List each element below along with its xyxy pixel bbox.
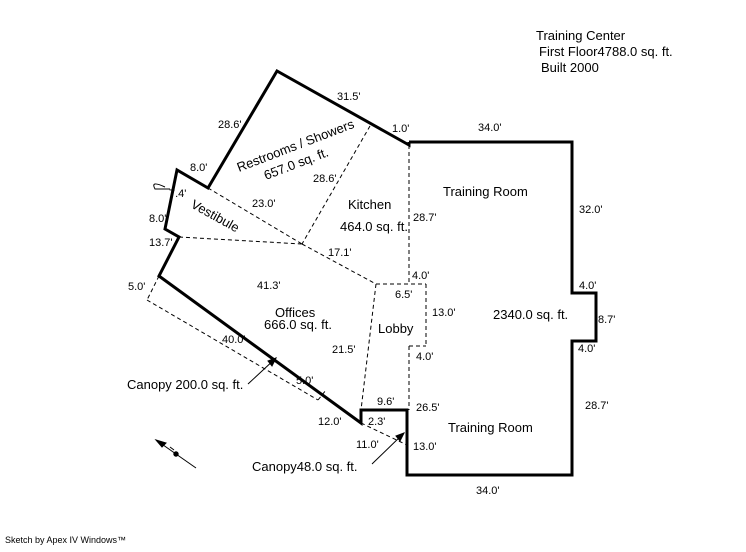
dim-label: 8.0' — [190, 162, 207, 174]
dim-label: 4.0' — [579, 280, 596, 292]
room-offices-area: 666.0 sq. ft. — [264, 317, 332, 332]
canopy1-bottom — [146, 299, 319, 401]
room-training-top-label: Training Room — [443, 184, 528, 199]
dim-label: 4.0' — [578, 343, 595, 355]
canopy1-pointer-head — [267, 357, 278, 367]
dim-label: 6.5' — [395, 289, 412, 301]
dim-label: 4.0' — [416, 351, 433, 363]
room-training-area: 2340.0 sq. ft. — [493, 307, 568, 322]
dim-label: 21.5' — [332, 344, 356, 356]
dim-label: 13.0' — [413, 441, 437, 453]
footer-credit: Sketch by Apex IV Windows™ — [5, 535, 126, 545]
dim-label: 23.0' — [252, 198, 276, 210]
canopy1-left — [146, 275, 160, 301]
room-offices-label: Offices — [275, 305, 316, 320]
dim-label: 41.3' — [257, 280, 281, 292]
dim-label: 11.0' — [356, 439, 379, 451]
dim-label: 13.7' — [149, 237, 173, 249]
dim-label: 28.7' — [413, 212, 437, 224]
dim-label: 8.7' — [598, 314, 615, 326]
canopy2-top — [360, 422, 408, 446]
canopy2-pointer-head — [395, 432, 406, 442]
dim-label: 13.0' — [432, 307, 456, 319]
dim-label: 26.5' — [416, 402, 440, 414]
dim-label: 28.6' — [313, 173, 337, 185]
room-training-bottom-label: Training Room — [448, 420, 533, 435]
dim-label: 5.0' — [128, 281, 145, 293]
dim-label: 28.6' — [218, 119, 242, 131]
dim-label: 17.1' — [328, 247, 352, 259]
dim-label: 34.0' — [478, 122, 502, 134]
room-kitchen-area: 464.0 sq. ft. — [340, 219, 408, 234]
exterior-walls — [157, 68, 598, 477]
dim-label: 7.4' — [169, 188, 186, 200]
dim-label: 4.0' — [412, 270, 429, 282]
partition-kitchen-diag — [301, 125, 371, 245]
dim-label: 5.0' — [296, 375, 313, 387]
dim-label: 31.5' — [337, 91, 361, 103]
partition-vestibule-bottom — [178, 236, 303, 245]
built-year: Built 2000 — [541, 60, 599, 75]
dim-label: 12.0' — [318, 416, 342, 428]
dim-label: 40.0' — [222, 334, 246, 346]
canopy1-label: Canopy 200.0 sq. ft. — [127, 377, 243, 392]
interior-partitions — [146, 125, 427, 446]
partition-offices-right — [360, 283, 377, 411]
room-lobby-label: Lobby — [378, 321, 414, 336]
door-swing-icon — [153, 183, 170, 190]
dim-label: 1.0' — [392, 123, 409, 135]
dim-label: 2.3' — [368, 416, 385, 428]
dim-label: 8.0' — [149, 213, 166, 225]
room-vestibule-label: Vestibule — [189, 197, 242, 236]
north-arrow-icon — [154, 439, 197, 469]
room-kitchen-label: Kitchen — [348, 197, 391, 212]
canopy2-label: Canopy48.0 sq. ft. — [252, 459, 358, 474]
dim-label: 28.7' — [585, 400, 609, 412]
floor-area: First Floor4788.0 sq. ft. — [539, 44, 673, 59]
partition-vestibule-top — [207, 187, 303, 245]
dim-label: 9.6' — [377, 396, 394, 408]
canopy-pointers — [247, 357, 406, 465]
dim-label: 32.0' — [579, 204, 603, 216]
partition-corridor — [301, 243, 377, 285]
wall-main-outline — [157, 68, 598, 477]
building-name: Training Center — [536, 28, 626, 43]
canopy1-right — [317, 389, 327, 401]
dimension-labels: 31.5' 28.6' 1.0' 34.0' 8.0' 7.4' 8.0' 23… — [128, 91, 615, 497]
dim-label: 34.0' — [476, 485, 500, 497]
